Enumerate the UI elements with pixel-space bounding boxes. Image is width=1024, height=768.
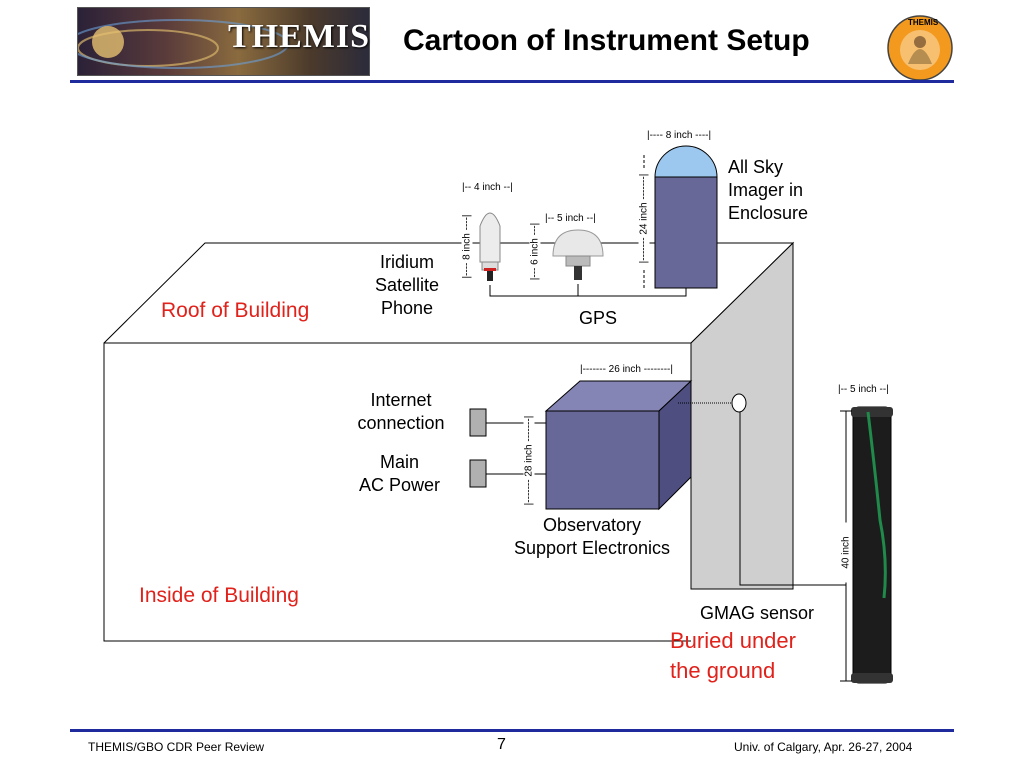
- dim-gmag-height: 40 inch: [840, 522, 852, 583]
- gmag-sensor-label: GMAG sensor: [700, 603, 815, 623]
- imager-enclosure: [654, 176, 718, 289]
- dim-electronics-height: |------- 28 inch -------|: [523, 410, 535, 511]
- page-number: 7: [497, 736, 506, 753]
- internet-connection-label: Internet connection: [357, 390, 445, 433]
- themis-logo: THEMIS: [77, 7, 370, 76]
- dim-imager-height: |------- 24 inch -------|: [638, 168, 650, 269]
- all-sky-imager-label: All Sky Imager in Enclosure: [728, 157, 809, 223]
- gps-label: GPS: [579, 308, 618, 328]
- themis-badge-icon: [887, 15, 953, 81]
- iridium-antenna: [479, 212, 501, 263]
- dim-iridium-height: |---- 8 inch ----|: [461, 206, 473, 287]
- footer-right: Univ. of Calgary, Apr. 26-27, 2004: [734, 740, 913, 754]
- main-ac-power-label: Main AC Power: [358, 452, 441, 495]
- dim-imager-width: |---- 8 inch ----|: [647, 130, 712, 141]
- electronics-box-front: [545, 410, 660, 510]
- inside-of-building-label: Inside of Building: [139, 584, 299, 607]
- logo-text: THEMIS: [228, 18, 371, 55]
- roof-cable: [489, 285, 687, 297]
- footer-left: THEMIS/GBO CDR Peer Review: [88, 740, 265, 754]
- building-front-outline: [103, 342, 691, 642]
- footer-rule: [70, 729, 954, 732]
- themis-badge: THEMIS: [886, 14, 954, 82]
- gmag-cable: [739, 405, 846, 586]
- dim-electronics-width: |------- 26 inch --------|: [580, 364, 673, 375]
- dim-gmag-width: |-- 5 inch --|: [838, 384, 889, 395]
- buried-under-ground-label: Buried under the ground: [670, 628, 796, 683]
- title-rule: [70, 80, 954, 83]
- power-outlet: [469, 459, 487, 488]
- iridium-phone-label: Iridium Satellite Phone: [374, 252, 440, 318]
- imager-dome: [654, 145, 718, 178]
- dim-gps-width: |-- 5 inch --|: [545, 213, 596, 224]
- gps-antenna: [552, 229, 604, 257]
- internet-outlet: [469, 408, 487, 437]
- side-wall: [690, 241, 794, 590]
- dim-gps-height: |--- 6 inch ---|: [529, 211, 541, 292]
- page-title: Cartoon of Instrument Setup: [403, 24, 810, 57]
- wall-pass-through: [731, 393, 747, 413]
- observatory-electronics-label: Observatory Support Electronics: [513, 515, 671, 558]
- dim-iridium-width: |-- 4 inch --|: [462, 182, 513, 193]
- logo-swirl-icon: [78, 19, 289, 69]
- roof-of-building-label: Roof of Building: [161, 299, 310, 322]
- badge-text: THEMIS: [908, 18, 939, 27]
- gmag-wire: [866, 411, 887, 599]
